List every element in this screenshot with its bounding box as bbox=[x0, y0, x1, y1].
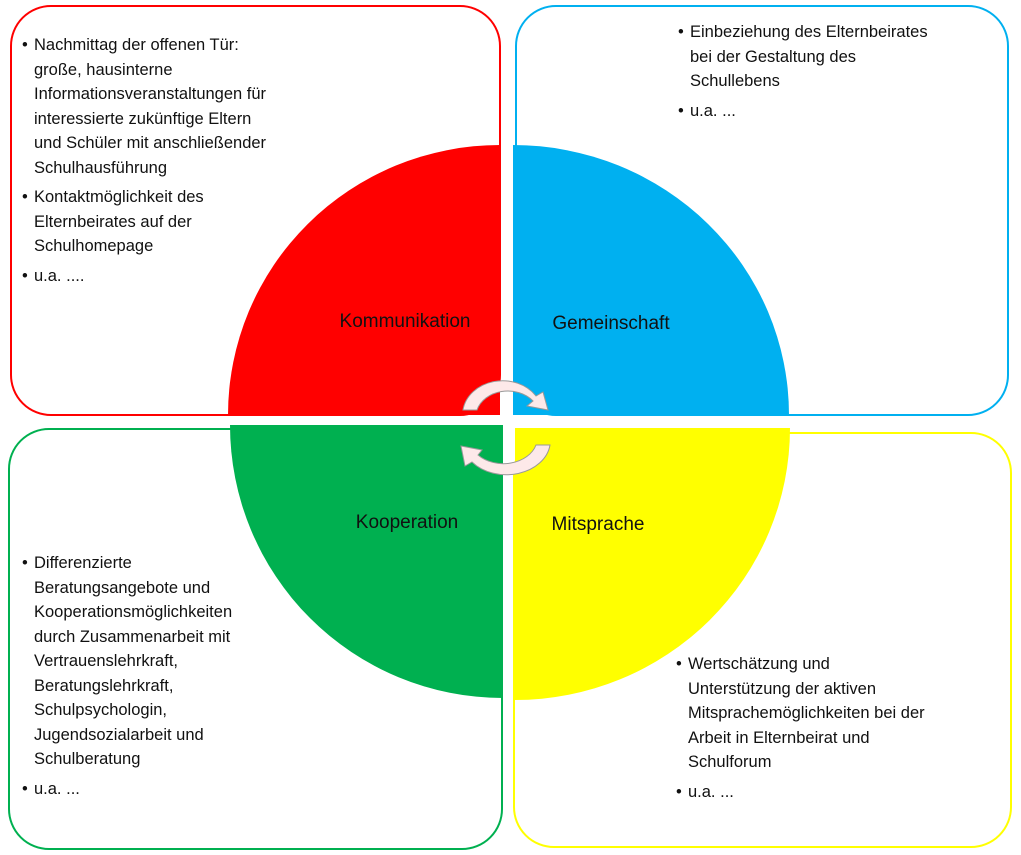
bullet-text-line: Elternbeirates auf der bbox=[34, 212, 192, 231]
bullet-text-line: Schulberatung bbox=[34, 750, 141, 768]
bullet-text-line: Unterstützung der aktiven bbox=[688, 679, 877, 698]
quadrant-label-gemeinschaft: Gemeinschaft bbox=[552, 313, 670, 334]
bullet-text-line: Vertrauenslehrkraft, bbox=[34, 652, 178, 670]
bullet-icon: • bbox=[22, 779, 28, 798]
bullet-text-line: Einbeziehung des Elternbeirates bbox=[690, 23, 928, 41]
bullet-text-line: durch Zusammenarbeit mit bbox=[34, 627, 231, 646]
quadrant-gemeinschaft bbox=[513, 145, 789, 415]
bullet-icon: • bbox=[22, 554, 28, 572]
bullet-icon: • bbox=[22, 36, 28, 54]
bullet-text-line: große, hausinterne bbox=[34, 60, 173, 79]
bullet-text-line: u.a. ... bbox=[690, 101, 736, 120]
quadrant-kooperation bbox=[230, 425, 503, 698]
bullet-icon: • bbox=[678, 101, 684, 120]
text-kommunikation: • Nachmittag der offenen Tür: große, hausi… bbox=[22, 33, 266, 293]
bullet-text-line: Mitsprachemöglichkeiten bei der bbox=[688, 704, 925, 722]
bullet-icon: • bbox=[678, 23, 684, 41]
bullet-text-line: Schulforum bbox=[688, 753, 772, 771]
bullet-text-line: Schulhausführung bbox=[34, 158, 168, 177]
bullet-text-line: Jugendsozialarbeit und bbox=[34, 725, 204, 744]
quadrant-label-kommunikation: Kommunikation bbox=[339, 311, 471, 332]
bullet-text-line: u.a. .... bbox=[34, 266, 85, 285]
quadrant-kommunikation bbox=[228, 145, 500, 415]
bullet-text-line: Nachmittag der offenen Tür: bbox=[34, 36, 239, 54]
bullet-text-line: Schulhomepage bbox=[34, 237, 154, 255]
bullet-item: • u.a. ... bbox=[22, 777, 232, 802]
bullet-text-line: Kooperationsmöglichkeiten bbox=[34, 603, 233, 621]
quadrant-mitsprache bbox=[515, 428, 790, 700]
bullet-text-line: u.a. ... bbox=[34, 779, 80, 798]
bullet-icon: • bbox=[676, 655, 682, 673]
cycle-arrow-bottom-icon bbox=[460, 444, 551, 476]
bullet-icon: • bbox=[22, 188, 28, 206]
bullet-text-line: Schullebens bbox=[690, 72, 780, 90]
bullet-item: • u.a. ... bbox=[676, 780, 925, 805]
bullet-text-line: Differenzierte bbox=[34, 554, 132, 572]
bullet-text-line: Arbeit in Elternbeirat und bbox=[688, 728, 870, 747]
bullet-item: • Nachmittag der offenen Tür: große, hausi… bbox=[22, 33, 266, 180]
bullet-text-line: Beratungsangebote und bbox=[34, 578, 211, 597]
bullet-icon: • bbox=[676, 782, 682, 801]
quadrant-label-mitsprache: Mitsprache bbox=[551, 514, 645, 535]
bullet-text-line: bei der Gestaltung des bbox=[690, 47, 857, 66]
bullet-text-line: interessierte zukünftige Eltern bbox=[34, 109, 252, 128]
bullet-text-line: Schulpsychologin, bbox=[34, 701, 167, 719]
bullet-text-line: Kontaktmöglichkeit des bbox=[34, 188, 204, 206]
bullet-item: • Einbeziehung des Elternbeirates bei der … bbox=[678, 20, 928, 94]
bullet-text-line: Beratungslehrkraft, bbox=[34, 676, 174, 695]
bullet-item: • u.a. ... bbox=[678, 99, 928, 124]
bullet-text-line: und Schüler mit anschließender bbox=[34, 134, 267, 152]
bullet-text-line: Wertschätzung und bbox=[688, 655, 830, 673]
quadrant-label-kooperation: Kooperation bbox=[355, 512, 459, 533]
cycle-arrow-top-icon bbox=[462, 380, 549, 411]
bullet-icon: • bbox=[22, 266, 28, 285]
bullet-text-line: u.a. ... bbox=[688, 782, 734, 801]
text-gemeinschaft: • Einbeziehung des Elternbeirates bei der … bbox=[678, 20, 928, 128]
bullet-text-line: Informationsveranstaltungen für bbox=[34, 85, 267, 103]
bullet-item: • u.a. .... bbox=[22, 264, 266, 289]
